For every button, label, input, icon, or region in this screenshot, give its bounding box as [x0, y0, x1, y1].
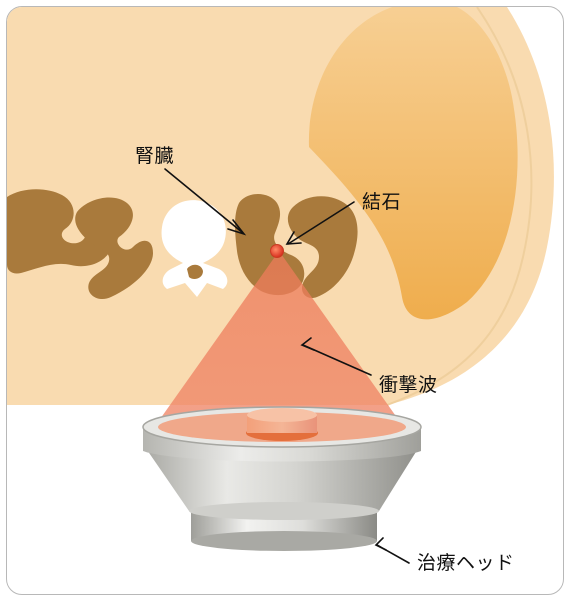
kidney-stone — [271, 245, 284, 258]
label-stone: 結石 — [362, 187, 401, 214]
vertebra — [162, 200, 228, 297]
lithotripsy-illustration — [7, 7, 563, 594]
label-kidney: 腎臓 — [135, 141, 174, 168]
label-shockwave: 衝撃波 — [379, 370, 438, 397]
label-treatment-head: 治療ヘッド — [417, 548, 515, 575]
treatment-head — [143, 407, 421, 551]
illustration-frame: 腎臓 結石 衝撃波 治療ヘッド — [6, 6, 564, 595]
arrow-treatment-head — [376, 538, 409, 563]
